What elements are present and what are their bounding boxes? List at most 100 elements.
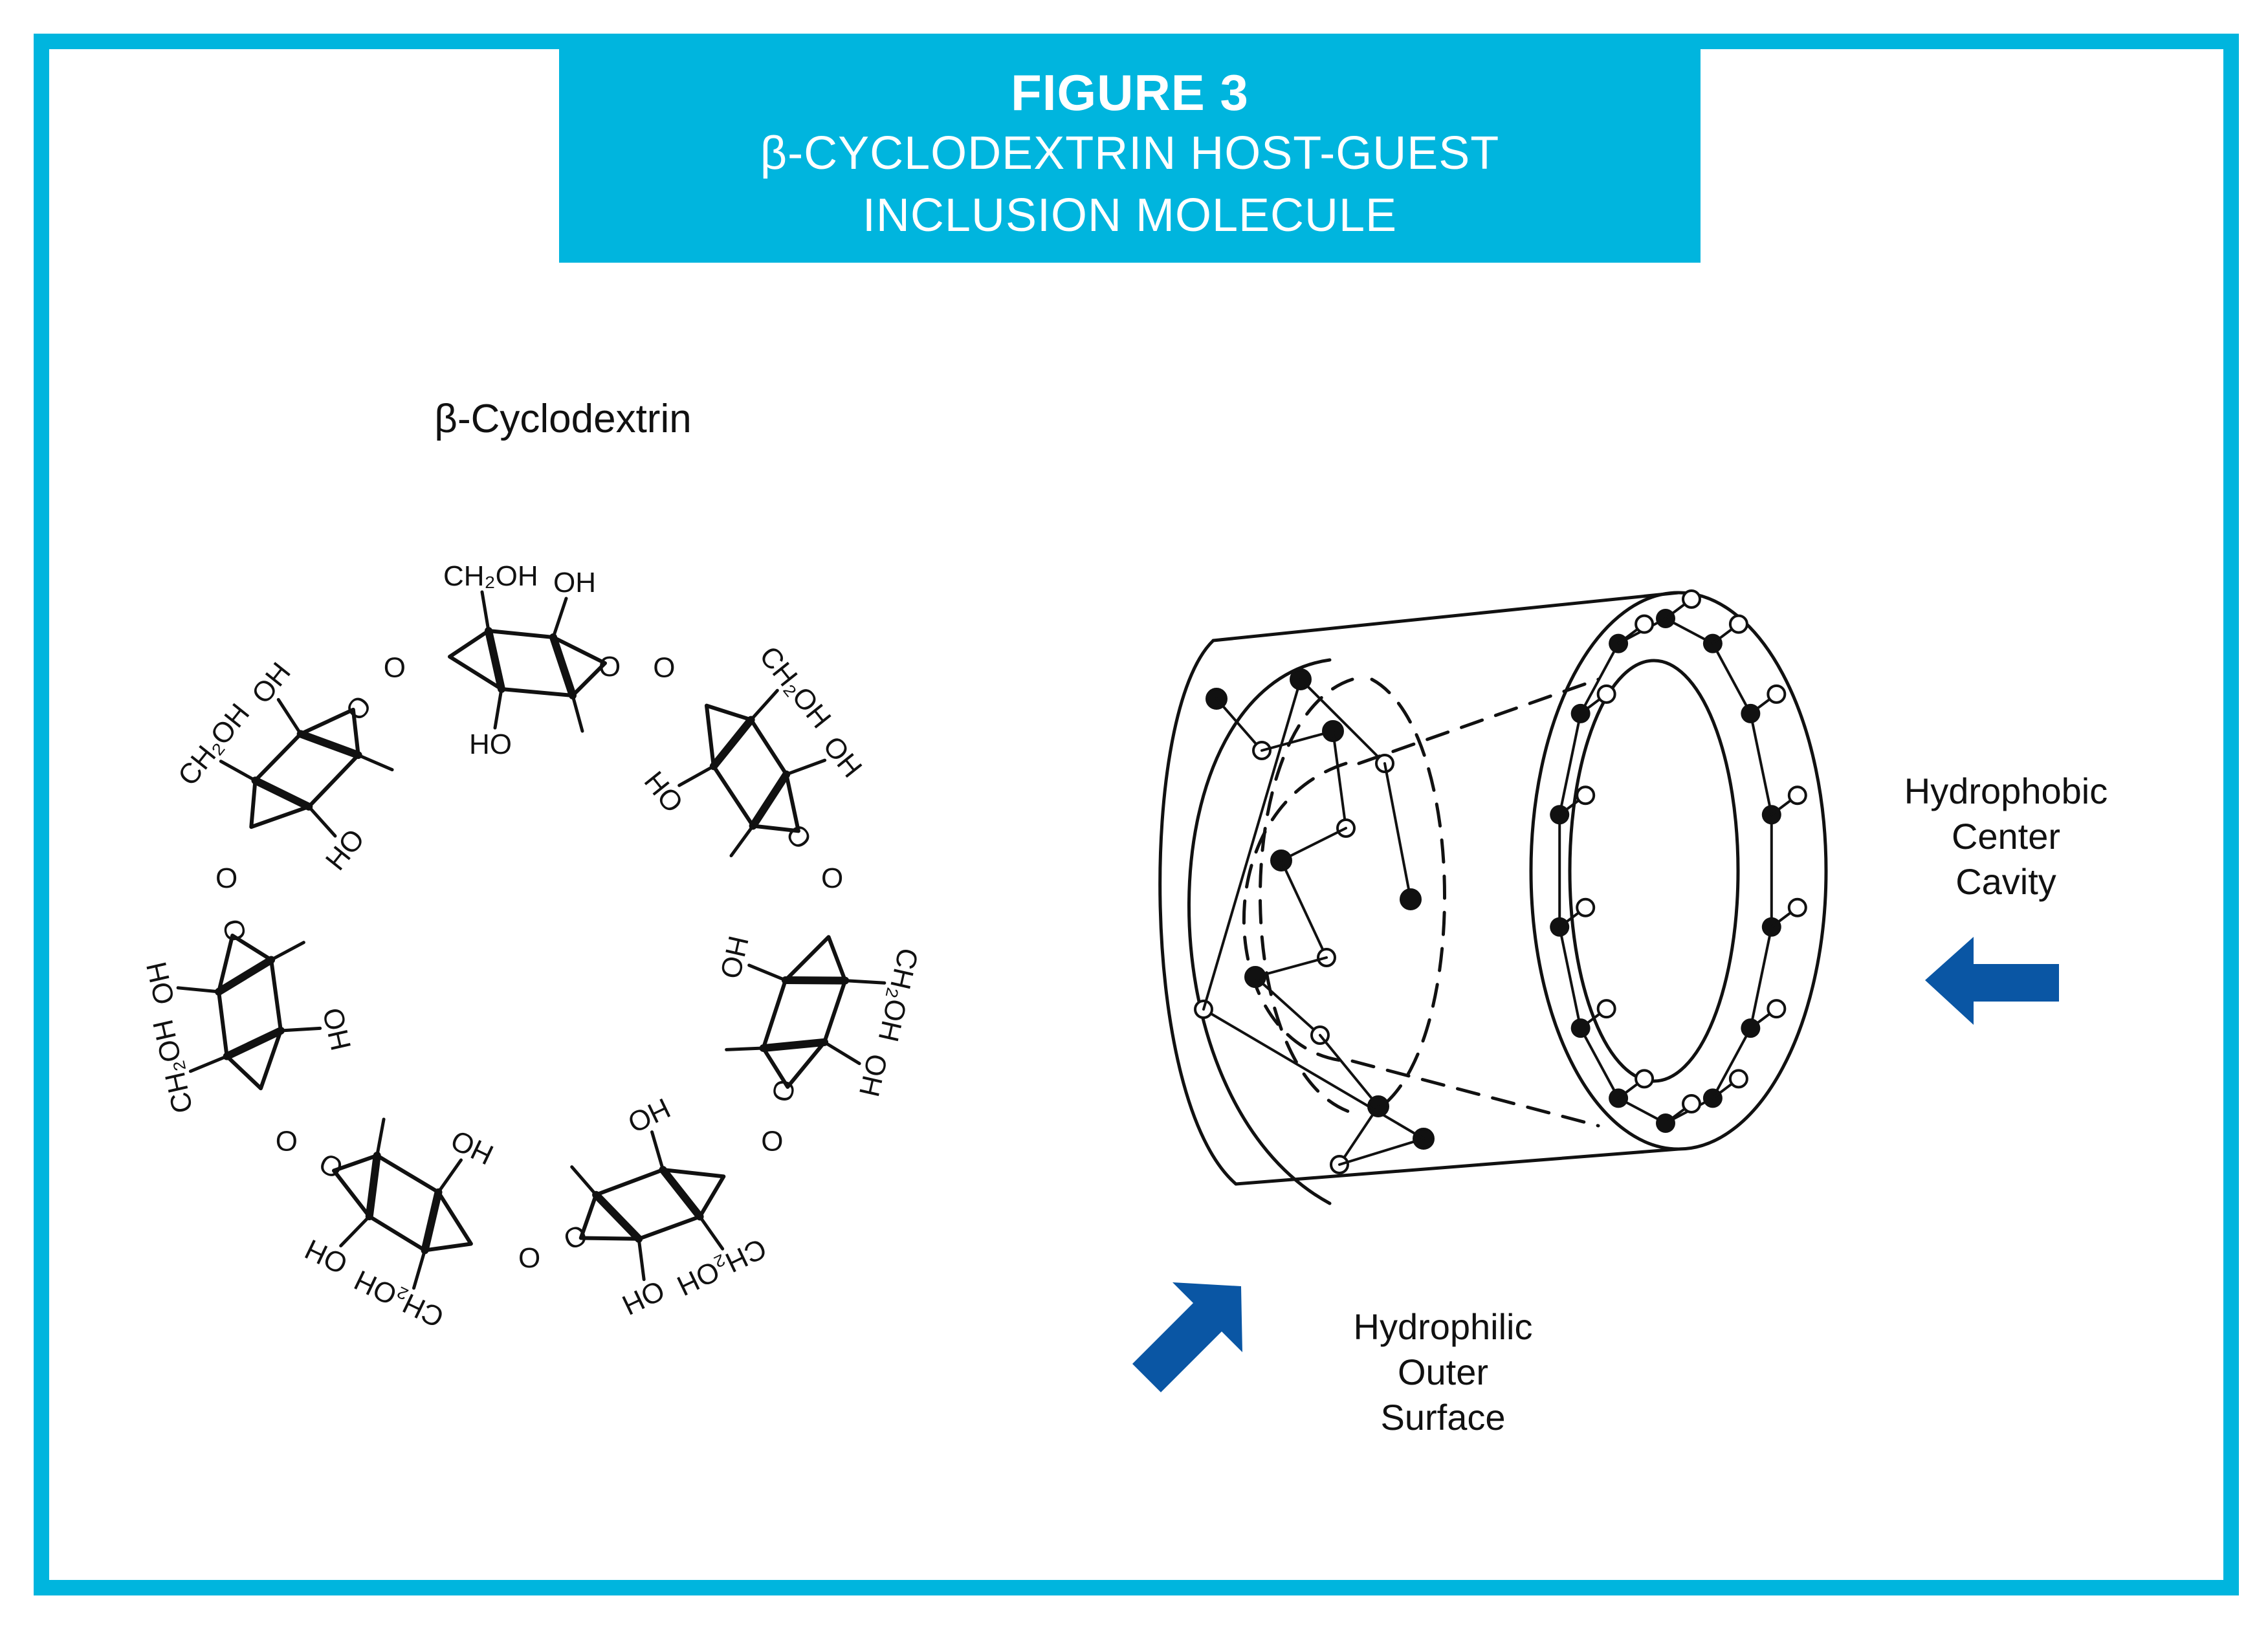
oxygen-atom xyxy=(1635,614,1655,634)
hydrophobic-label-line-2: Center xyxy=(1951,816,2061,857)
hydrophilic-label-line-1: Hydrophilic xyxy=(1353,1306,1533,1347)
oxygen-atom xyxy=(1728,614,1748,634)
oxygen-atom xyxy=(1682,589,1701,609)
rim-bond xyxy=(1558,712,1582,816)
rim-bond xyxy=(1579,1027,1620,1100)
glycosidic-oxygen-label: O xyxy=(653,652,675,684)
substituent-bonds xyxy=(219,697,394,838)
surface-bond xyxy=(1383,762,1412,901)
rim-bond xyxy=(1711,1027,1752,1100)
rim-bond xyxy=(1749,925,1773,1030)
surface-bond xyxy=(1261,730,1334,752)
ch2oh-label: CH₂OH xyxy=(349,1264,448,1333)
rim-bond xyxy=(1711,642,1752,715)
ring-oxygen-label: O xyxy=(779,818,818,855)
oh-label: OH xyxy=(245,657,296,710)
ch2oh-label: CH₂OH xyxy=(672,1232,771,1302)
ring-oxygen-label: O xyxy=(765,1076,801,1104)
carbon-atom xyxy=(1400,888,1422,910)
oh-label: OH xyxy=(553,567,596,598)
figure-title-line-2: INCLUSION MOLECULE xyxy=(862,190,1398,241)
glucose-ring-outline xyxy=(448,629,607,697)
glucose-ring-wedge xyxy=(485,627,577,699)
figure-frame xyxy=(34,34,2239,1595)
hydrophobic-label-line-1: Hydrophobic xyxy=(1904,771,2108,811)
cylinder-front-outer-edge xyxy=(1529,591,1828,1151)
oxygen-atom xyxy=(1767,999,1787,1019)
glucose-ring-wedge xyxy=(365,1152,443,1255)
oh-label: OH xyxy=(617,1274,670,1321)
rim-bond xyxy=(1749,712,1773,816)
glucose-ring-wedge xyxy=(592,1166,704,1243)
glycosidic-oxygen-label: O xyxy=(215,862,237,894)
glucose-ring-wedge xyxy=(215,956,285,1060)
atom-network xyxy=(1194,589,1807,1174)
ch2oh-label: CH₂OH xyxy=(753,641,837,734)
oxygen-atom xyxy=(1767,684,1787,704)
cylinder-top-edge xyxy=(1211,591,1680,642)
glucose-ring-outline xyxy=(578,1168,726,1241)
substituent-bonds xyxy=(725,963,886,1066)
hydrophilic-surface-label: Hydrophilic Outer Surface xyxy=(1301,1304,1585,1440)
hydrophobic-cavity-arrow xyxy=(1925,937,2059,1025)
surface-bond xyxy=(1338,1105,1380,1166)
glycosidic-oxygen-label: O xyxy=(821,862,843,894)
oh-label: OH xyxy=(853,1051,893,1099)
rim-bond xyxy=(1579,642,1620,715)
substituent-bonds xyxy=(176,941,322,1073)
glucose-ring-outline xyxy=(761,935,848,1089)
inner-cavity-dashed-mid xyxy=(1242,762,1348,1063)
surface-bond xyxy=(1254,956,1328,978)
glucose-ring-wedge xyxy=(709,716,791,830)
hydrophilic-label-line-2: Outer xyxy=(1397,1352,1489,1392)
glucose-ring-wedge xyxy=(251,730,362,811)
substituent-bonds xyxy=(570,1130,725,1282)
molecule-title: β-Cyclodextrin xyxy=(434,397,692,441)
ho-label: HO xyxy=(469,729,512,760)
surface-bond xyxy=(1280,859,1328,959)
glycosidic-oxygen-label: O xyxy=(518,1242,540,1274)
inclusion-cylinder-model xyxy=(1158,589,1828,1205)
ho-label: HO xyxy=(317,1005,357,1053)
ho-label: HO xyxy=(622,1091,675,1139)
oxygen-atom xyxy=(1635,1069,1655,1089)
surface-bond xyxy=(1338,1137,1425,1166)
substituent-bonds xyxy=(339,1117,463,1290)
ch2oh-label: CH₂OH xyxy=(172,697,256,791)
glycosidic-oxygen-label: O xyxy=(384,652,406,684)
oxygen-atom xyxy=(1728,1069,1748,1089)
surface-bond xyxy=(1202,1008,1425,1140)
oh-label: OH xyxy=(140,959,181,1007)
cylinder-back-left xyxy=(1158,639,1238,1186)
figure-title-line-1: β-CYCLODEXTRIN HOST-GUEST xyxy=(760,127,1500,179)
oxygen-atom xyxy=(1787,897,1807,917)
oxygen-atom xyxy=(1596,684,1616,704)
hydrophilic-surface-arrow xyxy=(1132,1282,1242,1392)
oxygen-atom xyxy=(1682,1094,1701,1113)
ch2oh-label: CH₂OH xyxy=(872,945,925,1045)
surface-bond xyxy=(1202,678,1302,1011)
hydrophobic-cavity-label: Hydrophobic Center Cavity xyxy=(1864,769,2148,904)
hydrophobic-label-line-3: Cavity xyxy=(1955,861,2056,902)
glycosidic-oxygen-label: O xyxy=(761,1125,783,1157)
surface-bond xyxy=(1254,976,1321,1036)
figure-label: FIGURE 3 xyxy=(1011,64,1249,121)
glucose-ring-wedge xyxy=(759,976,850,1053)
inner-cavity-dashed-top xyxy=(1357,677,1600,765)
hydrophilic-label-line-3: Surface xyxy=(1380,1397,1506,1438)
surface-bond xyxy=(1332,730,1347,829)
surface-bond xyxy=(1299,678,1386,765)
oxygen-atom xyxy=(1576,897,1596,917)
surface-bond xyxy=(1215,697,1263,752)
ring-oxygen-label: O xyxy=(340,690,379,727)
oxygen-atom xyxy=(1596,999,1616,1019)
ho-label: HO xyxy=(714,933,754,981)
oxygen-atom xyxy=(1576,785,1596,806)
oh-label: OH xyxy=(817,730,868,784)
substituent-bonds xyxy=(677,688,827,858)
ring-oxygen-label: O xyxy=(599,651,621,683)
